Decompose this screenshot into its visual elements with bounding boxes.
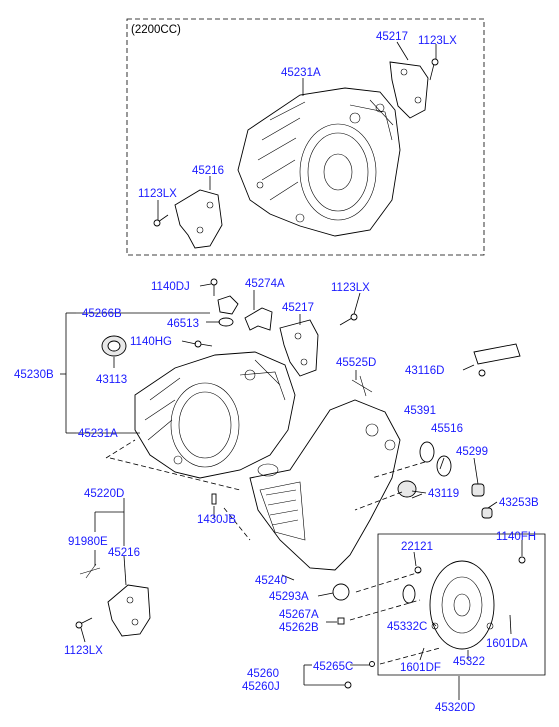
o-ring-45516-drawing <box>436 455 452 477</box>
label-45265c: 45265C <box>313 661 353 673</box>
sealant-tube-43116d-drawing <box>473 343 521 377</box>
label-43119: 43119 <box>428 488 459 500</box>
label-45260: 45260 <box>247 668 279 680</box>
bracket-45216-top-drawing <box>174 189 223 249</box>
bracket-45274a-drawing <box>244 307 273 331</box>
label-43116d: 43116D <box>405 365 444 377</box>
bolt-1140hg-drawing <box>194 340 213 348</box>
bolt-45260-drawing <box>344 661 375 689</box>
label-22121: 22121 <box>401 541 433 553</box>
oil-seal-43119-drawing <box>397 480 417 498</box>
label-45262b: 45262B <box>279 622 319 634</box>
label-45267a: 45267A <box>279 609 319 621</box>
bushing-43253b-drawing <box>481 507 493 519</box>
sensor-45266b-drawing <box>217 295 239 315</box>
pin-1430jb-drawing <box>211 493 217 505</box>
label-1140hg: 1140HG <box>130 336 172 348</box>
label-91980e: 91980E <box>68 536 108 548</box>
bolt-1123lx-top-drawing <box>429 58 439 81</box>
label-45516: 45516 <box>431 423 463 435</box>
variant-note: (2200CC) <box>131 24 181 36</box>
transmission-case-drawing-lower <box>134 351 296 479</box>
label-43113: 43113 <box>96 374 127 386</box>
label-45216-top: 45216 <box>192 165 224 177</box>
part-45525d-drawing <box>351 375 373 397</box>
bolt-1123lx-left-top-drawing <box>153 214 169 227</box>
label-1140fh: 1140FH <box>496 531 536 543</box>
bolt-1123lx-lower-drawing <box>75 617 93 629</box>
bracket-45217-top-drawing <box>389 61 429 119</box>
leader-lines-lower <box>76 283 523 700</box>
label-45216-lower: 45216 <box>108 547 140 559</box>
label-1601da: 1601DA <box>486 638 528 650</box>
o-ring-46513-drawing <box>218 317 234 327</box>
bushing-45299-drawing <box>471 483 485 497</box>
label-1430jb: 1430JB <box>197 514 236 526</box>
bolt-1123lx-mid-drawing <box>339 313 358 326</box>
label-45240: 45240 <box>255 575 287 587</box>
label-45322: 45322 <box>453 656 485 668</box>
case-45240-drawing <box>249 399 401 571</box>
label-45274a: 45274A <box>245 278 285 290</box>
label-45231a-lower: 45231A <box>78 428 118 440</box>
label-45230b: 45230B <box>14 369 54 381</box>
assembly-dashed-lines <box>105 439 441 665</box>
label-45220d: 45220D <box>84 488 124 500</box>
label-45525d: 45525D <box>336 357 376 369</box>
label-1123lx-lower: 1123LX <box>64 645 103 657</box>
label-45320d: 45320D <box>435 702 475 714</box>
group-bracket-45230b <box>60 312 76 434</box>
cover-45320d-drawing <box>377 533 546 676</box>
o-ring-45293a-drawing <box>332 583 350 601</box>
label-1140dj: 1140DJ <box>151 281 190 293</box>
label-45391: 45391 <box>404 405 436 417</box>
label-1601df: 1601DF <box>400 662 441 674</box>
clip-91980e-drawing <box>79 563 101 579</box>
label-46513: 46513 <box>167 318 199 330</box>
label-1123lx-mid: 1123LX <box>331 282 370 294</box>
oil-seal-43113-drawing <box>101 335 127 357</box>
label-45332c: 45332C <box>387 621 427 633</box>
label-45217-mid: 45217 <box>282 302 314 314</box>
plug-45262b-drawing <box>337 617 345 625</box>
label-45293a: 45293A <box>269 591 309 603</box>
label-45260j: 45260J <box>242 681 280 693</box>
label-45299: 45299 <box>456 446 488 458</box>
label-45266b: 45266B <box>82 308 122 320</box>
variant-box-border <box>126 18 485 256</box>
label-45231a-top: 45231A <box>281 67 321 79</box>
label-1123lx-left-top: 1123LX <box>138 188 177 200</box>
transmission-case-drawing-top <box>237 87 401 237</box>
label-43253b: 43253B <box>499 497 539 509</box>
variant-box-2200cc: (2200CC) <box>126 18 485 256</box>
bracket-45216-lower-drawing <box>107 584 151 637</box>
bracket-45217-mid-drawing <box>279 319 319 377</box>
bolt-1140dj-drawing <box>210 278 218 296</box>
label-45217-top: 45217 <box>376 31 408 43</box>
label-1123lx-top: 1123LX <box>418 35 457 47</box>
o-ring-45391-drawing <box>419 441 435 463</box>
